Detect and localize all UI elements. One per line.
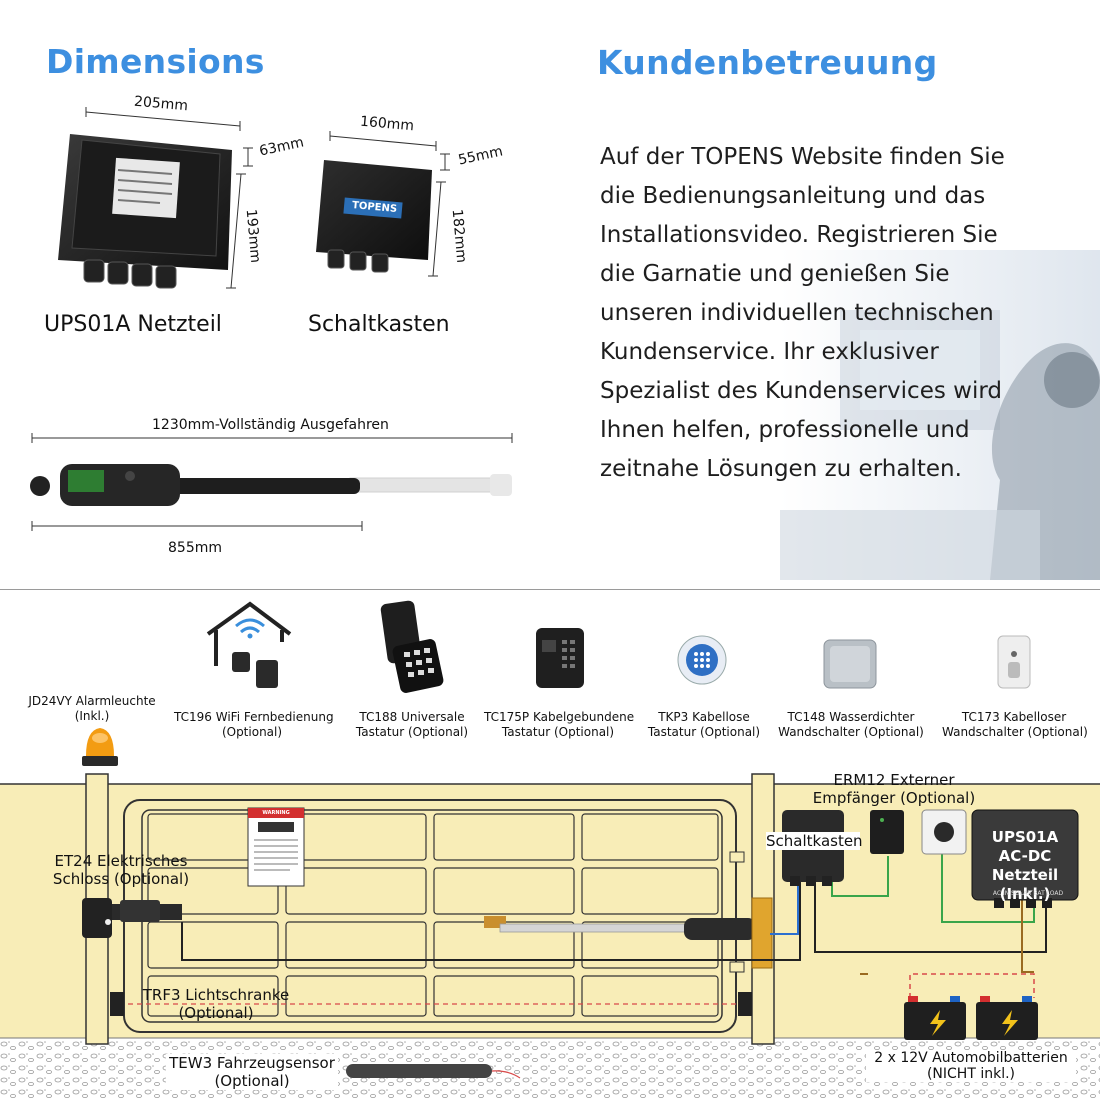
photocell-label: TRF3 Lichtschranke (Optional): [140, 986, 292, 1022]
accessory-note: Tastatur (Optional): [647, 725, 761, 739]
alarm-light-icon: [82, 728, 118, 766]
round-keypad-icon: [677, 635, 727, 685]
waterproof-switch-icon: [823, 639, 877, 689]
warning-sign-title: WARNING: [262, 810, 290, 816]
electric-lock: [82, 898, 182, 938]
electric-lock-label: ET24 Elektrisches Schloss (Optional): [48, 852, 194, 888]
accessory-name: TC148 Wasserdichter: [787, 710, 915, 724]
diagram-ups-box: [971, 809, 1079, 908]
accessory-name: TKP3 Kabellose: [658, 710, 750, 724]
alarm-light-note: (Inkl.): [74, 709, 110, 723]
accessory-name: TC196 WiFi Fernbedienung: [174, 710, 334, 724]
accessory-note: Wandschalter (Optional): [942, 725, 1088, 739]
battery-note: (NICHT inkl.): [926, 1066, 1016, 1082]
dimensions-title: Dimensions: [46, 42, 265, 81]
photocell-name: TRF3 Lichtschranke: [142, 986, 290, 1004]
ups-port-labels: AC IN SOLAR BAT LOAD: [992, 890, 1064, 897]
accessory-note: Tastatur (Optional): [355, 725, 469, 739]
accessory-note: (Optional): [221, 725, 283, 739]
receiver-label: ERM12 Externer Empfänger (Optional): [808, 771, 980, 807]
battery-name: 2 x 12V Automobilbatterien: [874, 1050, 1068, 1066]
control-box-label: Schaltkasten: [308, 312, 450, 337]
support-line: unseren individuellen technischen: [600, 300, 994, 326]
accessory-caption: TC148 Wasserdichter Wandschalter (Option…: [778, 710, 924, 740]
battery-label: 2 x 12V Automobilbatterien (NICHT inkl.): [866, 1050, 1076, 1082]
vehicle-sensor-label: TEW3 Fahrzeugsensor (Optional): [166, 1054, 338, 1090]
support-line: die Bedienungsanleitung und das: [600, 183, 986, 209]
ups-type: AC-DC: [998, 847, 1052, 865]
gate-actuator: [484, 897, 773, 969]
keypad-icon: [380, 600, 444, 693]
power-outlet: [921, 809, 967, 855]
ups-note: Netzteil (Inkl.): [991, 866, 1059, 903]
accessory-icons: [206, 600, 1031, 693]
gate-diagram: [0, 773, 1100, 1100]
accessory-name: TC175P Kabelgebundene: [484, 710, 635, 724]
actuator-extended-label: 1230mm-Vollständig Ausgefahren: [152, 417, 389, 433]
receiver-note: Empfänger (Optional): [812, 789, 976, 807]
ups-name: UPS01A: [991, 828, 1059, 846]
wall-switch-icon: [997, 635, 1031, 689]
wired-keypad-icon: [536, 628, 584, 688]
accessory-name: TC188 Universale: [359, 710, 465, 724]
actuator-retracted-label: 855mm: [168, 540, 222, 556]
support-line: zeitnahe Lösungen zu erhalten.: [600, 456, 962, 482]
accessory-name: TC173 Kabelloser: [961, 710, 1067, 724]
warning-sign: [247, 807, 305, 887]
alarm-light-name: JD24VY Alarmleuchte: [28, 694, 156, 708]
vehicle-sensor-note: (Optional): [214, 1072, 290, 1090]
support-line: Installationsvideo. Registrieren Sie: [600, 222, 998, 248]
control-box: [316, 160, 432, 273]
accessory-caption: TC173 Kabelloser Wandschalter (Optional): [942, 710, 1088, 740]
section-divider: [0, 589, 1100, 590]
support-title: Kundenbetreuung: [597, 43, 938, 82]
accessory-caption: TC196 WiFi Fernbedienung (Optional): [174, 710, 334, 740]
accessory-note: Tastatur (Optional): [501, 725, 615, 739]
external-receiver: [870, 810, 904, 854]
psu-box: [58, 134, 232, 289]
support-background-photo: [780, 250, 1100, 580]
accessory-note: Wandschalter (Optional): [778, 725, 924, 739]
ups-label: UPS01A AC-DC Netzteil (Inkl.): [972, 828, 1078, 904]
accessory-caption: TC188 Universale Tastatur (Optional): [352, 710, 472, 740]
support-line: Kundenservice. Ihr exklusiver: [600, 339, 939, 365]
support-text: Auf der TOPENS Website finden Sie die Be…: [600, 138, 1070, 489]
accessory-caption: TKP3 Kabellose Tastatur (Optional): [644, 710, 764, 740]
control-box-dimension-lines: [329, 131, 450, 277]
alarm-light-label: JD24VY Alarmleuchte (Inkl.): [20, 694, 164, 724]
psu-dimension-lines: [85, 107, 253, 289]
support-line: Ihnen helfen, professionelle und: [600, 417, 970, 443]
actuator-drawing: [30, 433, 513, 531]
receiver-name: ERM12 Externer: [833, 771, 955, 789]
electric-lock-name: ET24 Elektrisches: [54, 852, 188, 870]
diagram-control-box-label: Schaltkasten: [766, 832, 863, 850]
vehicle-sensor: [346, 1064, 521, 1079]
batteries: [904, 996, 1038, 1040]
support-line: Auf der TOPENS Website finden Sie: [600, 144, 1005, 170]
accessory-caption: TC175P Kabelgebundene Tastatur (Optional…: [484, 710, 635, 740]
support-line: die Garnatie und genießen Sie: [600, 261, 950, 287]
dimension-drawings: [58, 107, 450, 289]
electric-lock-note: Schloss (Optional): [52, 870, 190, 888]
wifi-house-icon: [206, 601, 292, 688]
support-line: Spezialist des Kundenservices wird: [600, 378, 1002, 404]
vehicle-sensor-name: TEW3 Fahrzeugsensor: [169, 1054, 335, 1072]
photocell-note: (Optional): [178, 1004, 254, 1022]
psu-label: UPS01A Netzteil: [44, 312, 222, 337]
